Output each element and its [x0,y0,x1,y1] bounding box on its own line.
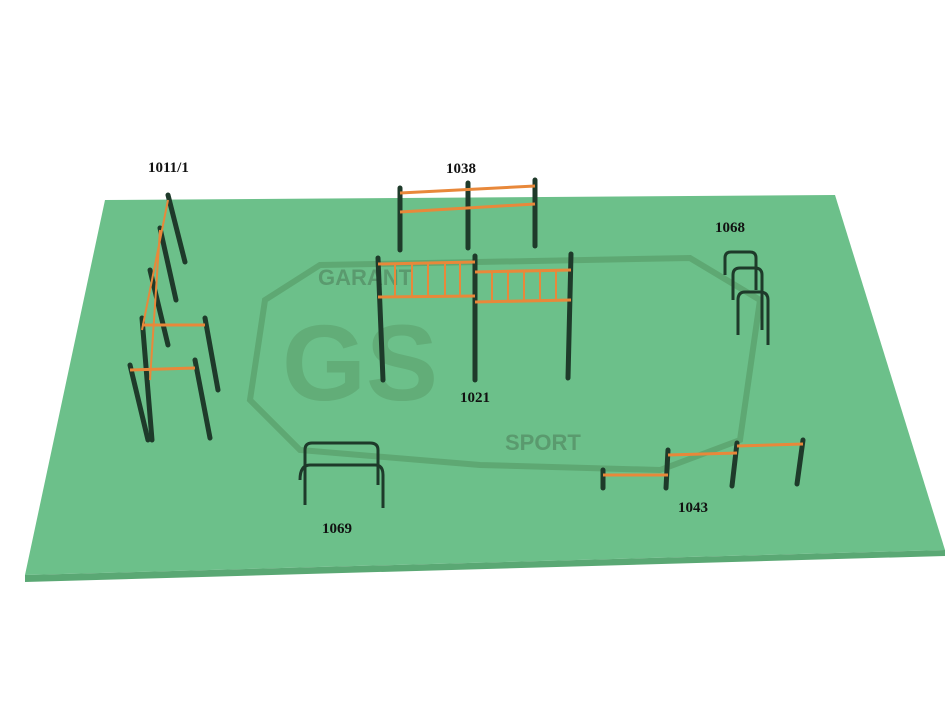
rubber-mat [25,195,945,575]
mat-edge [25,550,945,582]
logo-initials: GS [282,302,438,423]
garant-sport-logo: GARANT GS SPORT [246,254,764,474]
logo-top-text: GARANT [318,265,413,290]
label-1068: 1068 [715,220,745,236]
label-1043: 1043 [678,500,708,516]
label-1069: 1069 [322,521,352,537]
logo-bottom-text: SPORT [505,430,581,455]
equipment-1011-1 [127,192,221,443]
equipment-1038 [397,177,538,253]
label-1011-1: 1011/1 [148,160,189,176]
equipment-1069 [298,441,385,508]
equipment-1043 [600,437,806,491]
label-1021: 1021 [460,390,490,406]
equipment-1068 [723,250,770,345]
label-1038: 1038 [446,161,476,177]
equipment-1021 [375,251,574,383]
